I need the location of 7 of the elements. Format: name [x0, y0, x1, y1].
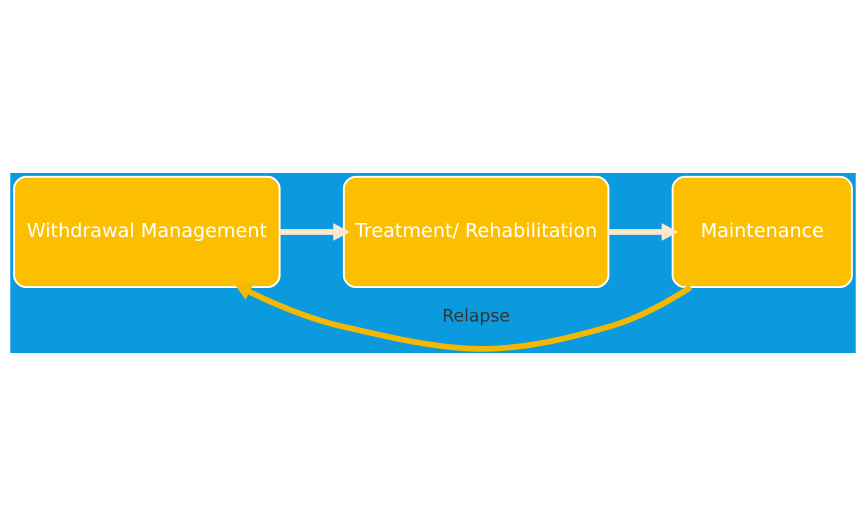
- edge-label: Relapse: [442, 306, 510, 326]
- node-box: Maintenance: [672, 175, 853, 288]
- node-box: Withdrawal Management: [13, 175, 281, 288]
- node-box: Treatment/ Rehabilitation: [342, 175, 610, 288]
- arrow: [608, 222, 678, 240]
- arrow: [280, 222, 350, 240]
- arrow: [234, 284, 692, 352]
